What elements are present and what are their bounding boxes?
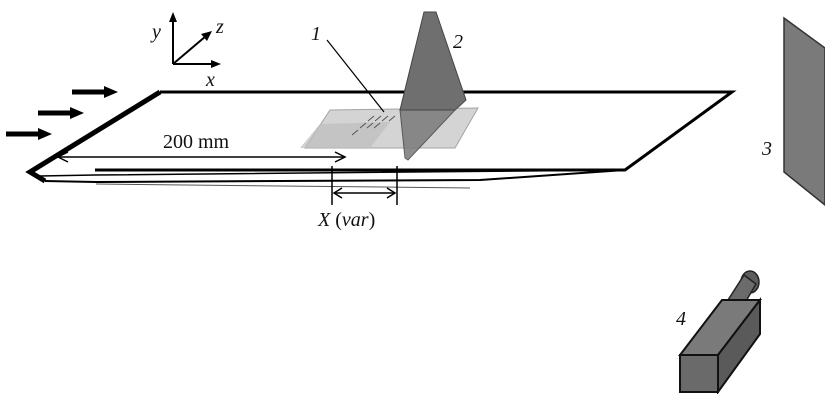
axis-y-label: y [150,21,161,43]
camera-icon [677,270,763,394]
x-var-paren-open: ( [330,209,342,231]
vertical-fin [399,11,467,161]
x-var-var: var [342,209,369,231]
axes-icon [169,12,221,68]
flow-arrows [6,86,118,140]
axis-x-label: x [205,69,215,91]
screen [783,16,825,206]
x-var-main: X [317,209,331,231]
label-4: 4 [676,308,686,330]
axis-z-label: z [215,16,224,38]
label-3: 3 [761,138,772,160]
label-2: 2 [453,31,463,53]
dimension-200mm-label: 200 mm [163,131,230,153]
label-1: 1 [311,23,321,45]
x-var-label: X (var) [317,209,375,231]
dimension-200mm [56,151,347,163]
flow-arrow-icon [72,86,118,98]
flow-arrow-icon [38,107,84,119]
flow-arrow-icon [6,128,52,140]
dimension-x-var [331,166,398,205]
leader-line-1 [326,39,385,113]
x-var-paren-close: ) [369,209,376,231]
